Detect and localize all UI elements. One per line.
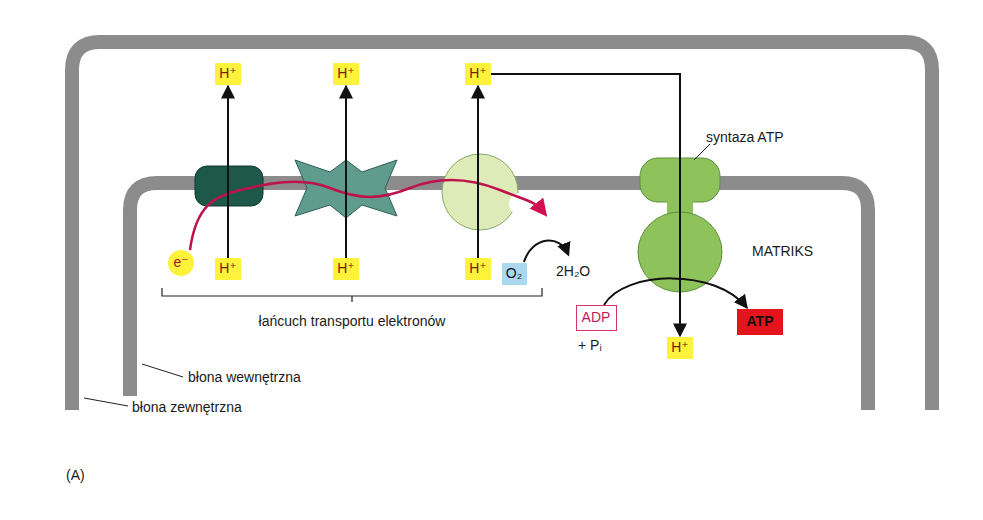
oxygen-box: O₂ bbox=[502, 263, 527, 285]
node-text: H⁺ bbox=[469, 66, 487, 81]
text-label: 2H₂O bbox=[556, 264, 590, 279]
text-label: + Pᵢ bbox=[578, 338, 602, 353]
leader-line bbox=[142, 364, 183, 377]
electron-path bbox=[190, 180, 545, 250]
chain-bracket bbox=[162, 288, 542, 302]
text-label: błona zewnętrzna bbox=[132, 400, 242, 415]
proton-box: H⁺ bbox=[465, 63, 491, 85]
proton-arrow bbox=[491, 74, 680, 336]
node-text: H⁺ bbox=[337, 261, 355, 276]
proton-box: H⁺ bbox=[667, 337, 693, 359]
node-text: O₂ bbox=[506, 266, 522, 281]
proton-box: H⁺ bbox=[333, 258, 359, 280]
proton-arrow bbox=[345, 86, 347, 258]
electron-circle: e⁻ bbox=[168, 250, 194, 276]
proton-arrow bbox=[604, 278, 747, 308]
proton-box: H⁺ bbox=[215, 258, 241, 280]
proton-box: H⁺ bbox=[215, 63, 241, 85]
proton-arrow bbox=[227, 86, 229, 258]
outer-membrane bbox=[72, 42, 932, 410]
text-label: łańcuch transportu elektronów bbox=[259, 314, 446, 329]
node-text: H⁺ bbox=[219, 261, 237, 276]
node-text: H⁺ bbox=[671, 340, 689, 355]
reaction-arrow bbox=[524, 241, 568, 262]
text-label: syntaza ATP bbox=[706, 130, 784, 145]
node-text: H⁺ bbox=[469, 261, 487, 276]
node-text: H⁺ bbox=[337, 66, 355, 81]
text-label: MATRIKS bbox=[752, 244, 813, 259]
text-label: błona wewnętrzna bbox=[188, 370, 301, 385]
adp-box: ADP bbox=[576, 305, 617, 331]
atp-box: ATP bbox=[737, 309, 783, 335]
node-text: e⁻ bbox=[173, 255, 188, 270]
leader-line bbox=[694, 144, 710, 160]
proton-box: H⁺ bbox=[333, 63, 359, 85]
proton-box: H⁺ bbox=[465, 258, 491, 280]
node-text: ATP bbox=[747, 314, 774, 329]
node-text: H⁺ bbox=[219, 66, 237, 81]
proton-arrow bbox=[477, 86, 479, 258]
node-text: ADP bbox=[582, 310, 611, 325]
leader-line bbox=[84, 398, 128, 406]
text-label: (A) bbox=[66, 468, 85, 483]
